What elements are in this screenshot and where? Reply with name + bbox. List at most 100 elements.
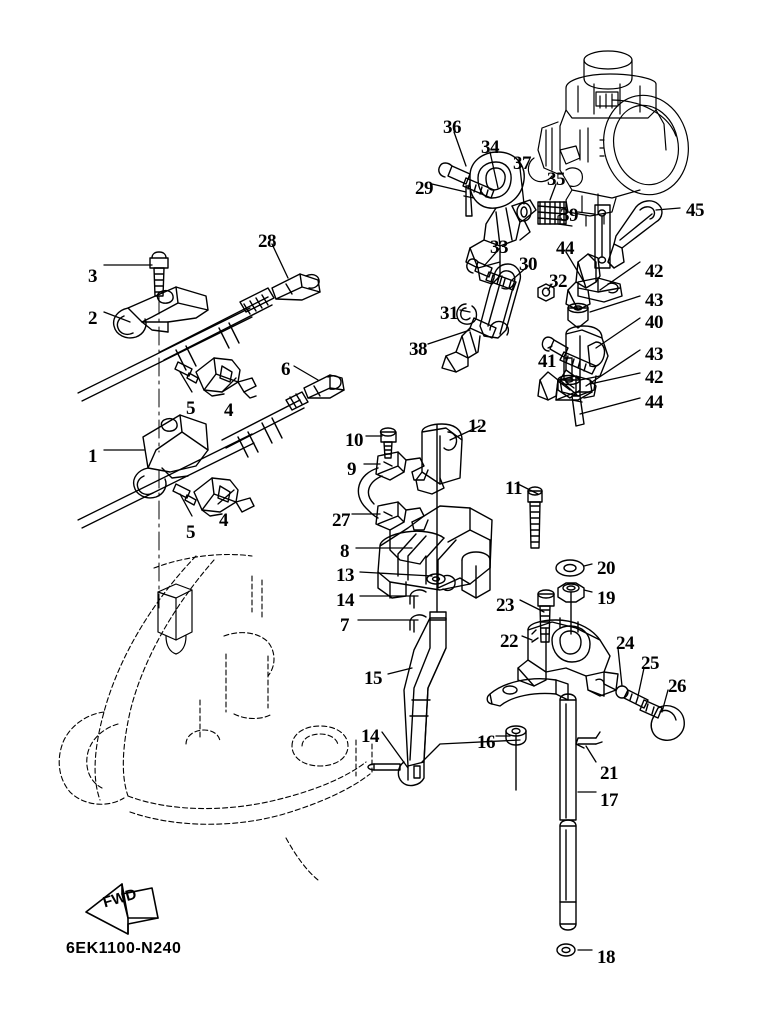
callout-32: 32 [549, 271, 568, 292]
part-21-cotter-pin [575, 731, 603, 749]
callout-19: 19 [597, 588, 616, 609]
part-4-cable-clamp-upper [195, 357, 257, 399]
callout-38: 38 [409, 339, 428, 360]
part-32-nut [537, 283, 555, 302]
part-17-shaft [559, 693, 577, 931]
callout-5: 5 [186, 398, 196, 419]
part-20-washer [555, 559, 585, 577]
callout-18: 18 [597, 947, 616, 968]
callout-3: 3 [88, 266, 98, 287]
callout-11: 11 [505, 478, 522, 499]
part-19-nut [557, 582, 585, 635]
part-13-washer [426, 573, 446, 585]
callout-42: 42 [645, 261, 664, 282]
lower-cable-rod [221, 374, 345, 458]
callout-42: 42 [645, 367, 664, 388]
callout-6: 6 [281, 359, 291, 380]
part-35-spring [537, 201, 567, 225]
part-14-pin-upper [409, 589, 427, 609]
part-29-pin [463, 185, 475, 217]
callout-23: 23 [496, 595, 515, 616]
part-43-bushing-upper [567, 302, 589, 329]
part-44-link-upper [575, 253, 601, 289]
part-5-screw-upper [174, 361, 199, 384]
callout-21: 21 [600, 763, 619, 784]
callout-29: 29 [415, 178, 434, 199]
part-22-throttle-lever-housing [517, 617, 619, 697]
callout-4: 4 [224, 400, 234, 421]
leader-lines [103, 131, 681, 951]
part-33-bolt [466, 258, 517, 291]
part-45-link-rod-upper [607, 200, 663, 269]
part-8-bracket [377, 505, 493, 599]
callout-31: 31 [440, 303, 459, 324]
callout-37: 37 [513, 153, 532, 174]
part-25-pin [623, 689, 649, 709]
part-9-clamp [375, 451, 429, 481]
callout-8: 8 [340, 541, 350, 562]
callout-28: 28 [258, 231, 277, 252]
callout-13: 13 [336, 565, 355, 586]
part-2-cable-holder [112, 286, 209, 339]
hose-loop [357, 467, 383, 519]
part-12-cable-end [415, 423, 463, 495]
callout-24: 24 [616, 633, 635, 654]
callout-39: 39 [560, 205, 579, 226]
part-1-cable-holder [132, 414, 209, 499]
callout-35: 35 [547, 169, 566, 190]
part-36-bolt [438, 162, 495, 199]
callout-9: 9 [347, 459, 357, 480]
diagram-part-number: 6EK1100-N240 [66, 940, 182, 957]
callout-7: 7 [340, 615, 350, 636]
callout-16: 16 [477, 732, 496, 753]
carburetor-body [527, 50, 689, 227]
part-44-link-lower [571, 395, 585, 427]
callout-33: 33 [490, 237, 509, 258]
callout-30: 30 [519, 254, 538, 275]
part-37-washer [516, 202, 532, 222]
part-15-throttle-arm [397, 611, 447, 787]
part-5-screw-lower [172, 483, 197, 506]
callout-20: 20 [597, 558, 616, 579]
callout-17: 17 [600, 790, 619, 811]
callout-41: 41 [538, 351, 557, 372]
fwd-arrow [85, 883, 159, 935]
part-27-clamp [375, 501, 429, 531]
callout-12: 12 [468, 416, 487, 437]
callout-44: 44 [556, 238, 575, 259]
part-4-cable-clamp-lower [193, 477, 255, 517]
cowling-phantom-outline [58, 553, 373, 881]
callout-4: 4 [219, 510, 229, 531]
callout-26: 26 [668, 676, 687, 697]
callout-2: 2 [88, 308, 98, 329]
part-14-pin-lower [367, 763, 401, 771]
callout-10: 10 [345, 430, 364, 451]
callout-34: 34 [481, 137, 500, 158]
callout-43: 43 [645, 344, 664, 365]
part-38-rod-bracket [441, 317, 497, 373]
callout-45: 45 [686, 200, 705, 221]
callout-14: 14 [361, 726, 380, 747]
part-7-cotter [409, 614, 427, 633]
callout-36: 36 [443, 117, 462, 138]
callout-5: 5 [186, 522, 196, 543]
callout-44: 44 [645, 392, 664, 413]
callout-40: 40 [645, 312, 664, 333]
callout-1: 1 [88, 446, 98, 467]
cowling-bracket-detail [157, 583, 193, 655]
callout-15: 15 [364, 668, 383, 689]
callout-27: 27 [332, 510, 351, 531]
part-11-bolt [527, 486, 543, 549]
callout-14: 14 [336, 590, 355, 611]
part-16-arm-plate [486, 678, 569, 707]
part-26-knob [639, 699, 685, 741]
part-18-oring [556, 943, 576, 957]
part-3-bolt [149, 251, 169, 297]
part-31-collar [456, 303, 478, 325]
part-23-bolt [537, 589, 555, 643]
callout-25: 25 [641, 653, 660, 674]
upper-cable-rod [159, 273, 321, 371]
callout-22: 22 [500, 631, 519, 652]
